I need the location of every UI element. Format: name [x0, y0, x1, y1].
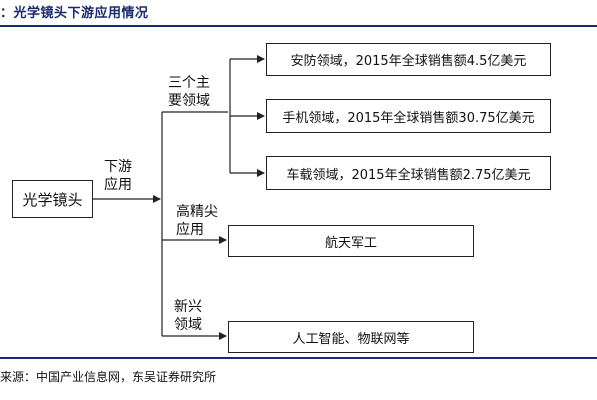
group-label-line-2: 领域	[174, 317, 202, 333]
group-label-line-1: 高精尖	[176, 204, 218, 220]
group-label-line-2: 要领域	[168, 93, 210, 109]
source-note: 来源：中国产业信息网，东吴证券研究所	[0, 370, 217, 384]
footer-rule	[0, 357, 597, 359]
leaf-security: 安防领域，2015年全球销售额4.5亿美元	[266, 43, 551, 76]
group-label-line-1: 新兴	[174, 299, 202, 315]
optical-lens-box: 光学镜头	[12, 180, 93, 218]
downstream-label: 下游 应用	[104, 158, 132, 194]
downstream-label-line-1: 下游	[104, 159, 132, 175]
group-label-line-1: 三个主	[168, 75, 210, 91]
leaf-mobile: 手机领域，2015年全球销售额30.75亿美元	[266, 99, 551, 133]
group-label-emerging: 新兴 领域	[174, 298, 202, 334]
group-label-line-2: 应用	[176, 222, 204, 238]
leaf-aerospace: 航天军工	[228, 225, 474, 257]
group-label-main-fields: 三个主 要领域	[168, 74, 210, 110]
title-rule	[0, 25, 597, 27]
downstream-label-line-2: 应用	[104, 177, 132, 193]
figure-title: ：光学镜头下游应用情况	[0, 6, 149, 21]
group-label-high-end: 高精尖 应用	[176, 203, 218, 239]
leaf-vehicle: 车载领域，2015年全球销售额2.75亿美元	[266, 156, 551, 190]
leaf-ai-iot: 人工智能、物联网等	[228, 321, 474, 353]
